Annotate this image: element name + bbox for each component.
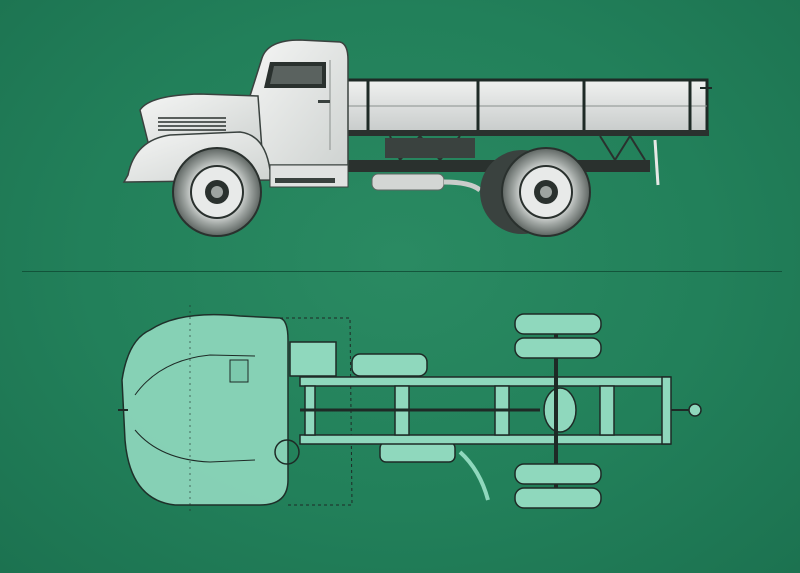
section-divider: [22, 271, 782, 272]
rear-wheels: [480, 147, 591, 237]
rear-tyres-plan: [514, 313, 602, 509]
truck-cab: [249, 39, 349, 166]
cargo-bed: [345, 78, 712, 136]
front-wheel: [172, 147, 262, 237]
exhaust-muffler: [371, 173, 482, 193]
cab-plan-outline: [118, 305, 353, 515]
tanks: [289, 341, 456, 463]
ladder-frame: [299, 376, 672, 445]
